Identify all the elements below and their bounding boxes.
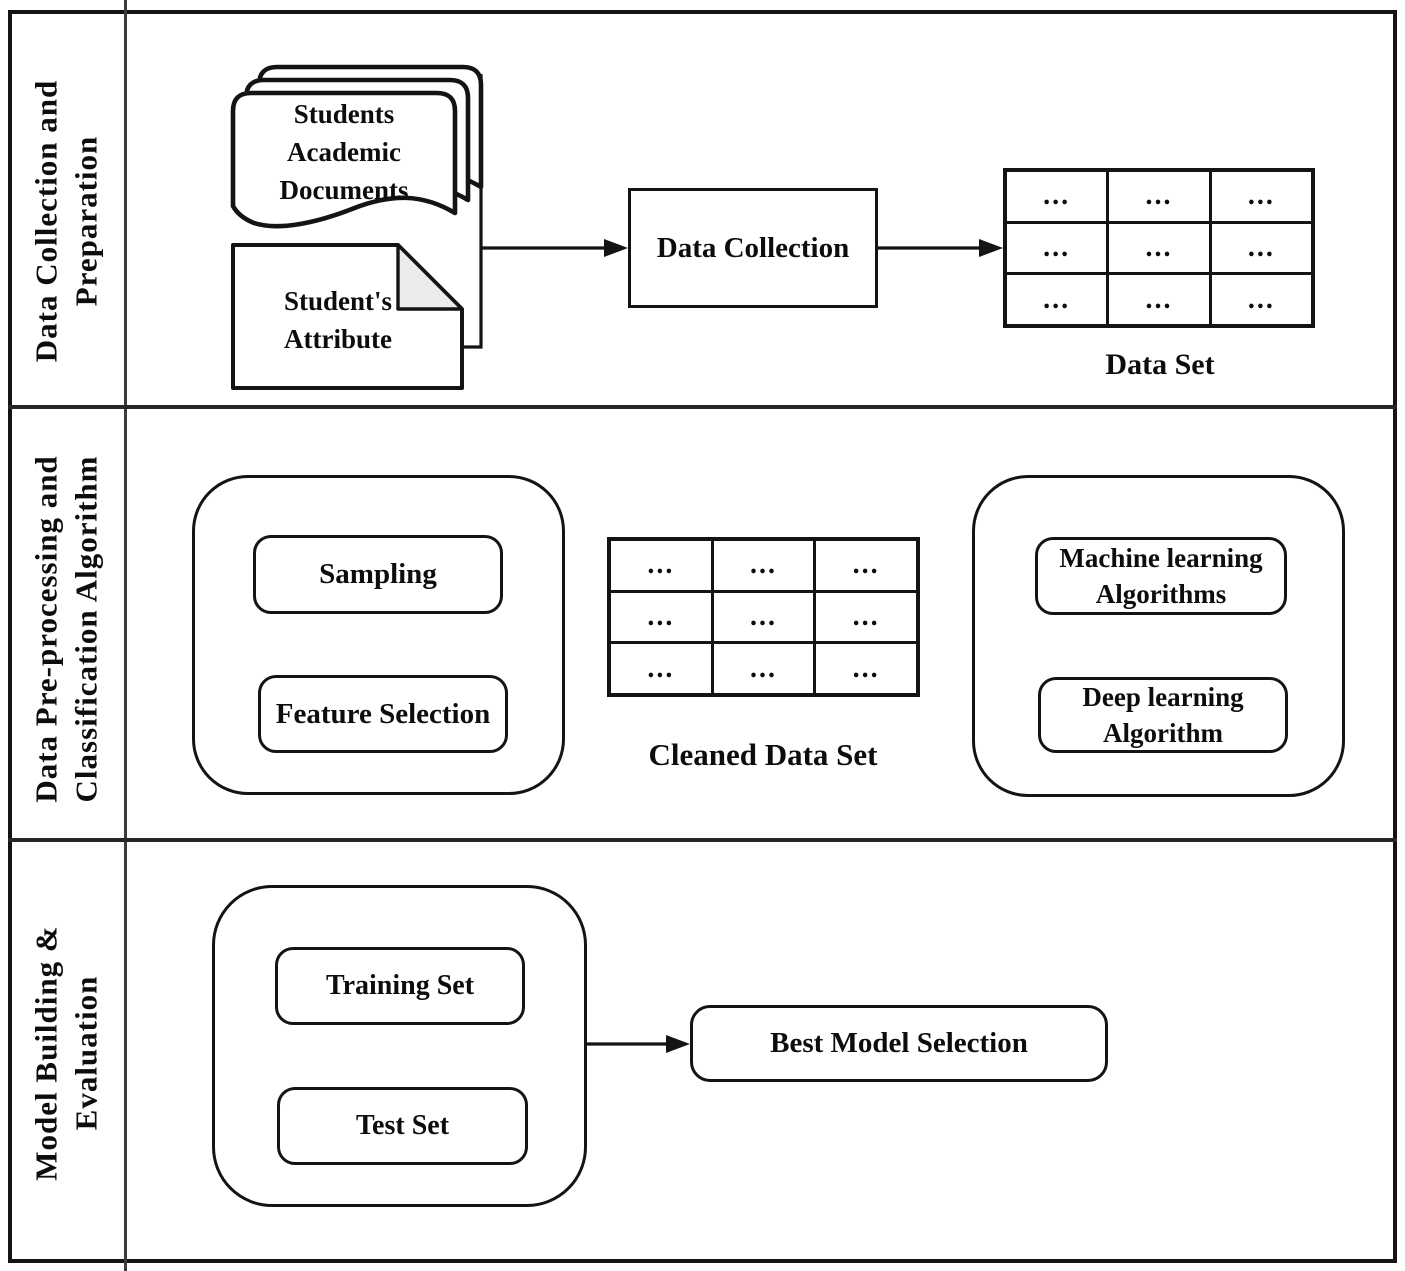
box-label: Training Set — [325, 970, 475, 1001]
arrow-sources-to-collection — [481, 239, 628, 257]
box-label-line: Machine learning — [1059, 542, 1263, 573]
table-cell: ... — [611, 592, 711, 642]
table-cell: ... — [1109, 223, 1209, 273]
test-set-box: Test Set — [277, 1087, 528, 1165]
stack-page-front — [230, 90, 458, 229]
feature-selection-box: Feature Selection — [258, 675, 508, 753]
sampling-box: Sampling — [253, 535, 503, 614]
box-label-line: Algorithms — [1095, 579, 1227, 609]
machine-learning-box: Machine learning Algorithms — [1035, 537, 1287, 615]
table-cell: ... — [1211, 172, 1311, 221]
data-set-label: Data Set — [1105, 348, 1215, 381]
table-cell: ... — [816, 644, 916, 693]
row-divider-2 — [8, 838, 1397, 842]
table-cell: ... — [611, 644, 711, 693]
arrowhead-icon — [666, 1035, 690, 1053]
outer-frame — [8, 10, 1397, 1263]
page-fold-corner-icon — [396, 243, 464, 311]
box-label: Sampling — [319, 558, 437, 590]
cleaned-data-set-table: ... ... ... ... ... ... ... ... ... — [607, 537, 920, 697]
row-divider-1 — [8, 405, 1397, 409]
table-cell: ... — [713, 644, 814, 693]
table-cell: ... — [713, 592, 814, 642]
box-label: Test Set — [355, 1110, 450, 1141]
data-set-table: ... ... ... ... ... ... ... ... ... — [1003, 168, 1315, 328]
arrow-collection-to-dataset — [878, 239, 1003, 257]
training-set-box: Training Set — [275, 947, 525, 1025]
box-label: Data Collection — [656, 231, 850, 264]
box-label-line: Algorithm — [1103, 718, 1223, 748]
students-attribute-label: Student's Attribute — [233, 274, 443, 366]
table-cell: ... — [1211, 275, 1311, 324]
students-academic-documents-label: Students Academic Documents — [233, 96, 455, 208]
label-line: Academic — [287, 136, 401, 167]
label-line: Student's — [283, 285, 393, 316]
arrowhead-icon — [604, 239, 628, 257]
table-cell: ... — [1211, 223, 1311, 273]
table-cell: ... — [1007, 223, 1107, 273]
table-cell: ... — [713, 541, 814, 590]
table-cell: ... — [1007, 275, 1107, 324]
box-label: Feature Selection — [275, 697, 491, 730]
best-model-selection-box: Best Model Selection — [690, 1005, 1108, 1082]
label-line: Documents — [279, 175, 409, 206]
table-cell: ... — [1109, 275, 1209, 324]
arrow-split-to-best-model — [587, 1035, 690, 1053]
deep-learning-box: Deep learning Algorithm — [1038, 677, 1288, 753]
table-cell: ... — [1109, 172, 1209, 221]
table-cell: ... — [816, 541, 916, 590]
label-line: Attribute — [284, 324, 392, 354]
cleaned-data-set-label: Cleaned Data Set — [648, 737, 878, 772]
box-label: Best Model Selection — [770, 1027, 1028, 1059]
table-cell: ... — [1007, 172, 1107, 221]
table-cell: ... — [611, 541, 711, 590]
documents-stack-icon — [230, 64, 484, 229]
table-cell: ... — [816, 592, 916, 642]
label-column-divider — [124, 0, 127, 1271]
arrowhead-icon — [979, 239, 1003, 257]
box-label-line: Deep learning — [1082, 681, 1244, 712]
label-line: Students — [293, 98, 395, 129]
data-collection-box: Data Collection — [628, 188, 878, 308]
